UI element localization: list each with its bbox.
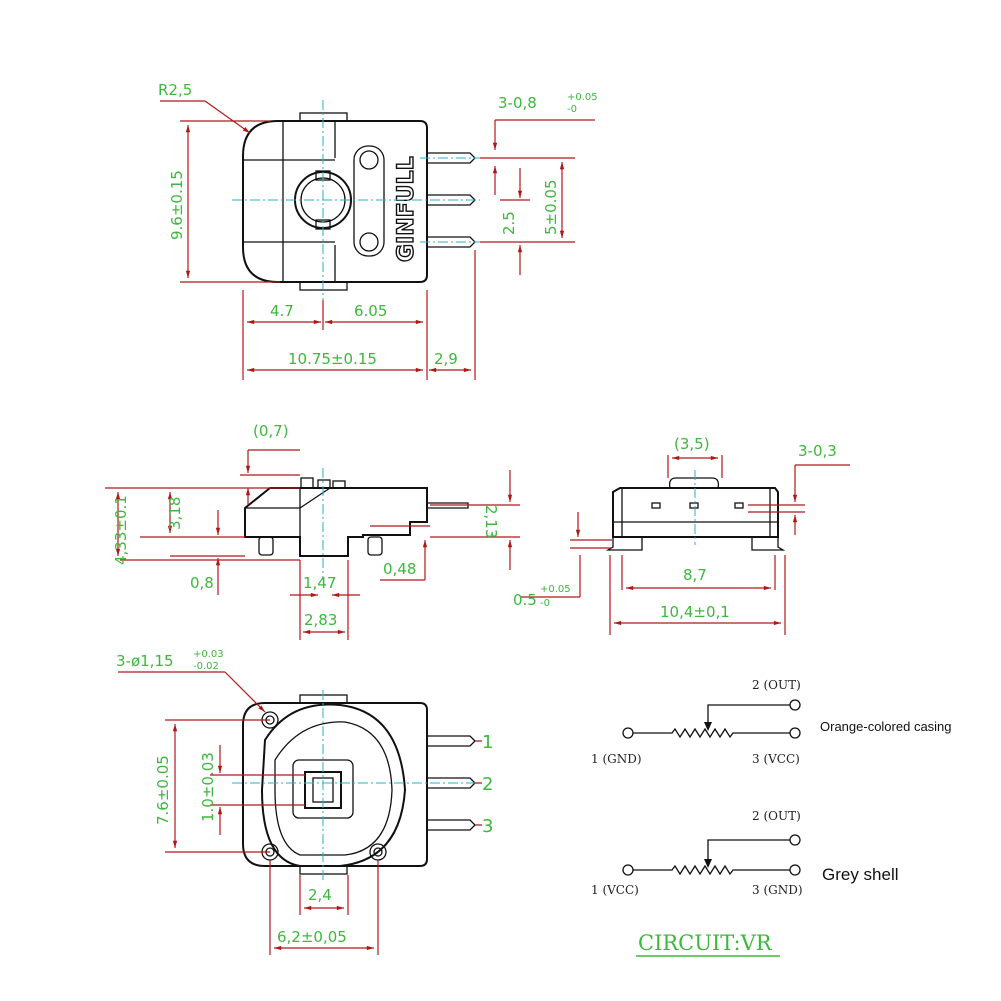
width-label: 10,4±0,1 (660, 603, 730, 621)
top-body-outline (242, 120, 428, 283)
wiper-plate (353, 145, 385, 257)
right-terminal-label: 3 (VCC) (752, 752, 800, 766)
pin-1-label: 1 (482, 732, 493, 753)
top-label: (3,5) (674, 435, 710, 453)
foot-label: 0,8 (190, 574, 214, 592)
bottom-body (242, 702, 428, 867)
pitch-label: 2.5 (500, 211, 518, 235)
bottom-view: 3-ø1,15 +0.03 -0.02 7.6±0.05 1.0±0.03 2,… (116, 649, 493, 955)
hole-minus: -0.02 (193, 661, 219, 672)
pin-size-label: 3-0,8 (498, 94, 537, 112)
pin-label: 3-0,3 (798, 442, 837, 460)
pin-tol-minus: -0 (567, 104, 577, 115)
total-height-label: 4,33±0.1 (112, 495, 130, 565)
offset-label: (0,7) (253, 422, 289, 440)
pin-3-label: 3 (482, 816, 493, 837)
height-label: 7.6±0.05 (154, 755, 172, 825)
wiper-label: 2 (OUT) (752, 809, 801, 823)
left-label: 4.7 (270, 302, 294, 320)
shaft-width-label: 2,83 (304, 611, 337, 629)
side-body (244, 487, 428, 557)
height-label: 9.6±0.15 (168, 170, 186, 240)
body-height-label: 3,18 (166, 497, 184, 530)
circuit-caption: Orange-colored casing (820, 719, 952, 734)
radius-label: R2,5 (158, 81, 192, 99)
left-terminal-label: 1 (GND) (591, 752, 642, 766)
circuit-title: CIRCUIT:VR (638, 931, 773, 955)
standoff-minus: -0 (540, 598, 550, 609)
shaft-label: 1,47 (303, 574, 336, 592)
standoff-label: 0.5 (513, 591, 537, 609)
standoff-plus: +0.05 (540, 584, 571, 595)
hole-label: 3-ø1,15 (116, 652, 174, 670)
span-label: 5±0.05 (542, 179, 560, 235)
right-terminal-label: 3 (GND) (752, 883, 803, 897)
step-label: 0,48 (383, 560, 416, 578)
hole-plus: +0.03 (193, 649, 224, 660)
resistor (633, 704, 790, 739)
inner-label: 8,7 (683, 566, 707, 584)
width-label: 6,2±0,05 (277, 928, 347, 946)
width-label: 10.75±0.15 (288, 350, 377, 368)
wiper-label: 2 (OUT) (752, 678, 801, 692)
circuit-caption: Grey shell (822, 865, 899, 884)
circuit-orange: 2 (OUT) 1 (GND) 3 (VCC) Orange-colored c… (591, 678, 952, 766)
brand-logo: GINFULL (394, 156, 419, 262)
right-label: 6.05 (354, 302, 387, 320)
pin-height-label: 2,13 (482, 505, 500, 538)
front-view: (3,5) 3-0,3 0.5 +0.05 -0 8,7 10,4±0,1 (513, 435, 850, 635)
pin-2-label: 2 (482, 774, 493, 795)
pin-length-label: 2,9 (434, 350, 458, 368)
pin-tol-plus: +0.05 (567, 92, 598, 103)
slot-width-label: 2,4 (308, 886, 332, 904)
top-view: GINFULL R2,5 3-0,8 +0.05 -0 9.6±0.15 2.5… (158, 81, 598, 380)
side-view: (0,7) 4,33±0.1 3,18 2,13 0,8 1,47 0,48 2… (105, 422, 520, 640)
left-terminal-label: 1 (VCC) (591, 883, 639, 897)
resistor (633, 839, 790, 876)
circuit-grey: 2 (OUT) 1 (VCC) 3 (GND) Grey shell (591, 809, 899, 897)
slot-label: 1.0±0.03 (199, 752, 217, 822)
